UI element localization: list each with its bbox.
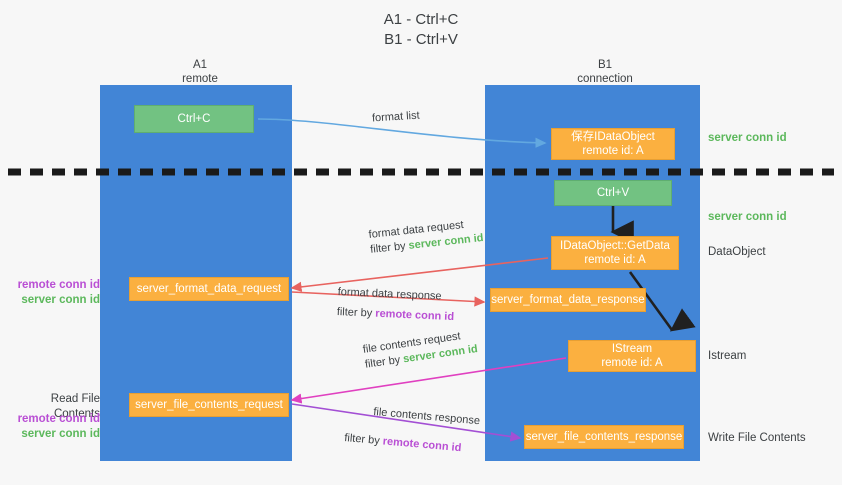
arrow-format-list bbox=[257, 118, 547, 148]
filter-by-text-3: filter by bbox=[364, 353, 405, 371]
edge-label-format-data-response-group: format data response filter by remote co… bbox=[336, 285, 455, 325]
node-server-format-data-request-label: server_format_data_request bbox=[136, 283, 282, 295]
note-istream: Istream bbox=[708, 350, 747, 362]
arrow-format-data-response bbox=[291, 291, 486, 307]
node-istream-line2: remote id: A bbox=[601, 357, 663, 369]
column-a1-sub: remote bbox=[182, 73, 218, 85]
filter-by-text-2: filter by bbox=[336, 305, 376, 320]
node-save-idataobject-line2: remote id: A bbox=[582, 145, 644, 157]
column-header-b1: B1 connection bbox=[525, 58, 685, 86]
note-group-format-conn-ids: remote conn id server conn id bbox=[8, 278, 100, 308]
node-idataobject-getdata-line1: IDataObject::GetData bbox=[560, 240, 670, 252]
note-read-file-contents: Read File Contents bbox=[50, 393, 100, 420]
note-server-conn-id-left-1: server conn id bbox=[21, 294, 100, 306]
edge-label-format-list: format list bbox=[371, 109, 420, 125]
note-write-file-contents: Write File Contents bbox=[708, 432, 806, 444]
filter-by-text-4: filter by bbox=[343, 431, 384, 448]
node-server-format-data-response-label: server_format_data_response bbox=[491, 294, 645, 306]
node-server-format-data-request[interactable]: server_format_data_request bbox=[129, 277, 289, 301]
note-group-file-conn-ids: remote conn id server conn id bbox=[8, 412, 100, 442]
arrow-file-contents-request bbox=[290, 357, 567, 404]
node-server-file-contents-request[interactable]: server_file_contents_request bbox=[129, 393, 289, 417]
node-server-file-contents-response[interactable]: server_file_contents_response bbox=[524, 425, 684, 449]
filter-by-text: filter by bbox=[369, 239, 410, 256]
note-dataobject: DataObject bbox=[708, 246, 766, 258]
node-ctrl-v-label: Ctrl+V bbox=[596, 187, 630, 199]
node-idataobject-getdata[interactable]: IDataObject::GetData remote id: A bbox=[551, 236, 679, 270]
node-ctrl-v[interactable]: Ctrl+V bbox=[554, 180, 672, 206]
column-a1-name: A1 bbox=[192, 59, 208, 71]
node-save-idataobject-line1: 保存IDataObject bbox=[571, 131, 655, 143]
arrow-getdata-to-istream bbox=[628, 271, 696, 332]
filter-remote-conn-id: remote conn id bbox=[375, 307, 455, 324]
node-server-format-data-response[interactable]: server_format_data_response bbox=[490, 288, 646, 312]
node-server-file-contents-response-label: server_file_contents_response bbox=[525, 431, 683, 443]
column-b1-sub: connection bbox=[577, 73, 633, 85]
column-header-a1: A1 remote bbox=[130, 58, 270, 86]
node-idataobject-getdata-line2: remote id: A bbox=[584, 254, 646, 266]
note-remote-conn-id-1: remote conn id bbox=[17, 279, 100, 291]
note-server-conn-id-left-2: server conn id bbox=[21, 428, 100, 440]
node-istream-line1: IStream bbox=[611, 343, 653, 355]
node-istream[interactable]: IStream remote id: A bbox=[568, 340, 696, 372]
node-save-idataobject[interactable]: 保存IDataObject remote id: A bbox=[551, 128, 675, 160]
node-ctrl-c-label: Ctrl+C bbox=[177, 113, 211, 125]
node-ctrl-c[interactable]: Ctrl+C bbox=[134, 105, 254, 133]
title-line-2: B1 - Ctrl+V bbox=[384, 31, 458, 48]
note-remote-conn-id-2: remote conn id bbox=[17, 413, 100, 425]
arrow-format-data-request bbox=[290, 257, 549, 292]
column-b1-name: B1 bbox=[597, 59, 613, 71]
note-server-conn-id-mid: server conn id bbox=[708, 211, 787, 223]
note-server-conn-id-top: server conn id bbox=[708, 132, 787, 144]
arrow-file-contents-response bbox=[291, 403, 522, 442]
node-server-file-contents-request-label: server_file_contents_request bbox=[135, 399, 283, 411]
title-line-1: A1 - Ctrl+C bbox=[383, 11, 459, 28]
page-title: A1 - Ctrl+C B1 - Ctrl+V bbox=[0, 10, 842, 50]
